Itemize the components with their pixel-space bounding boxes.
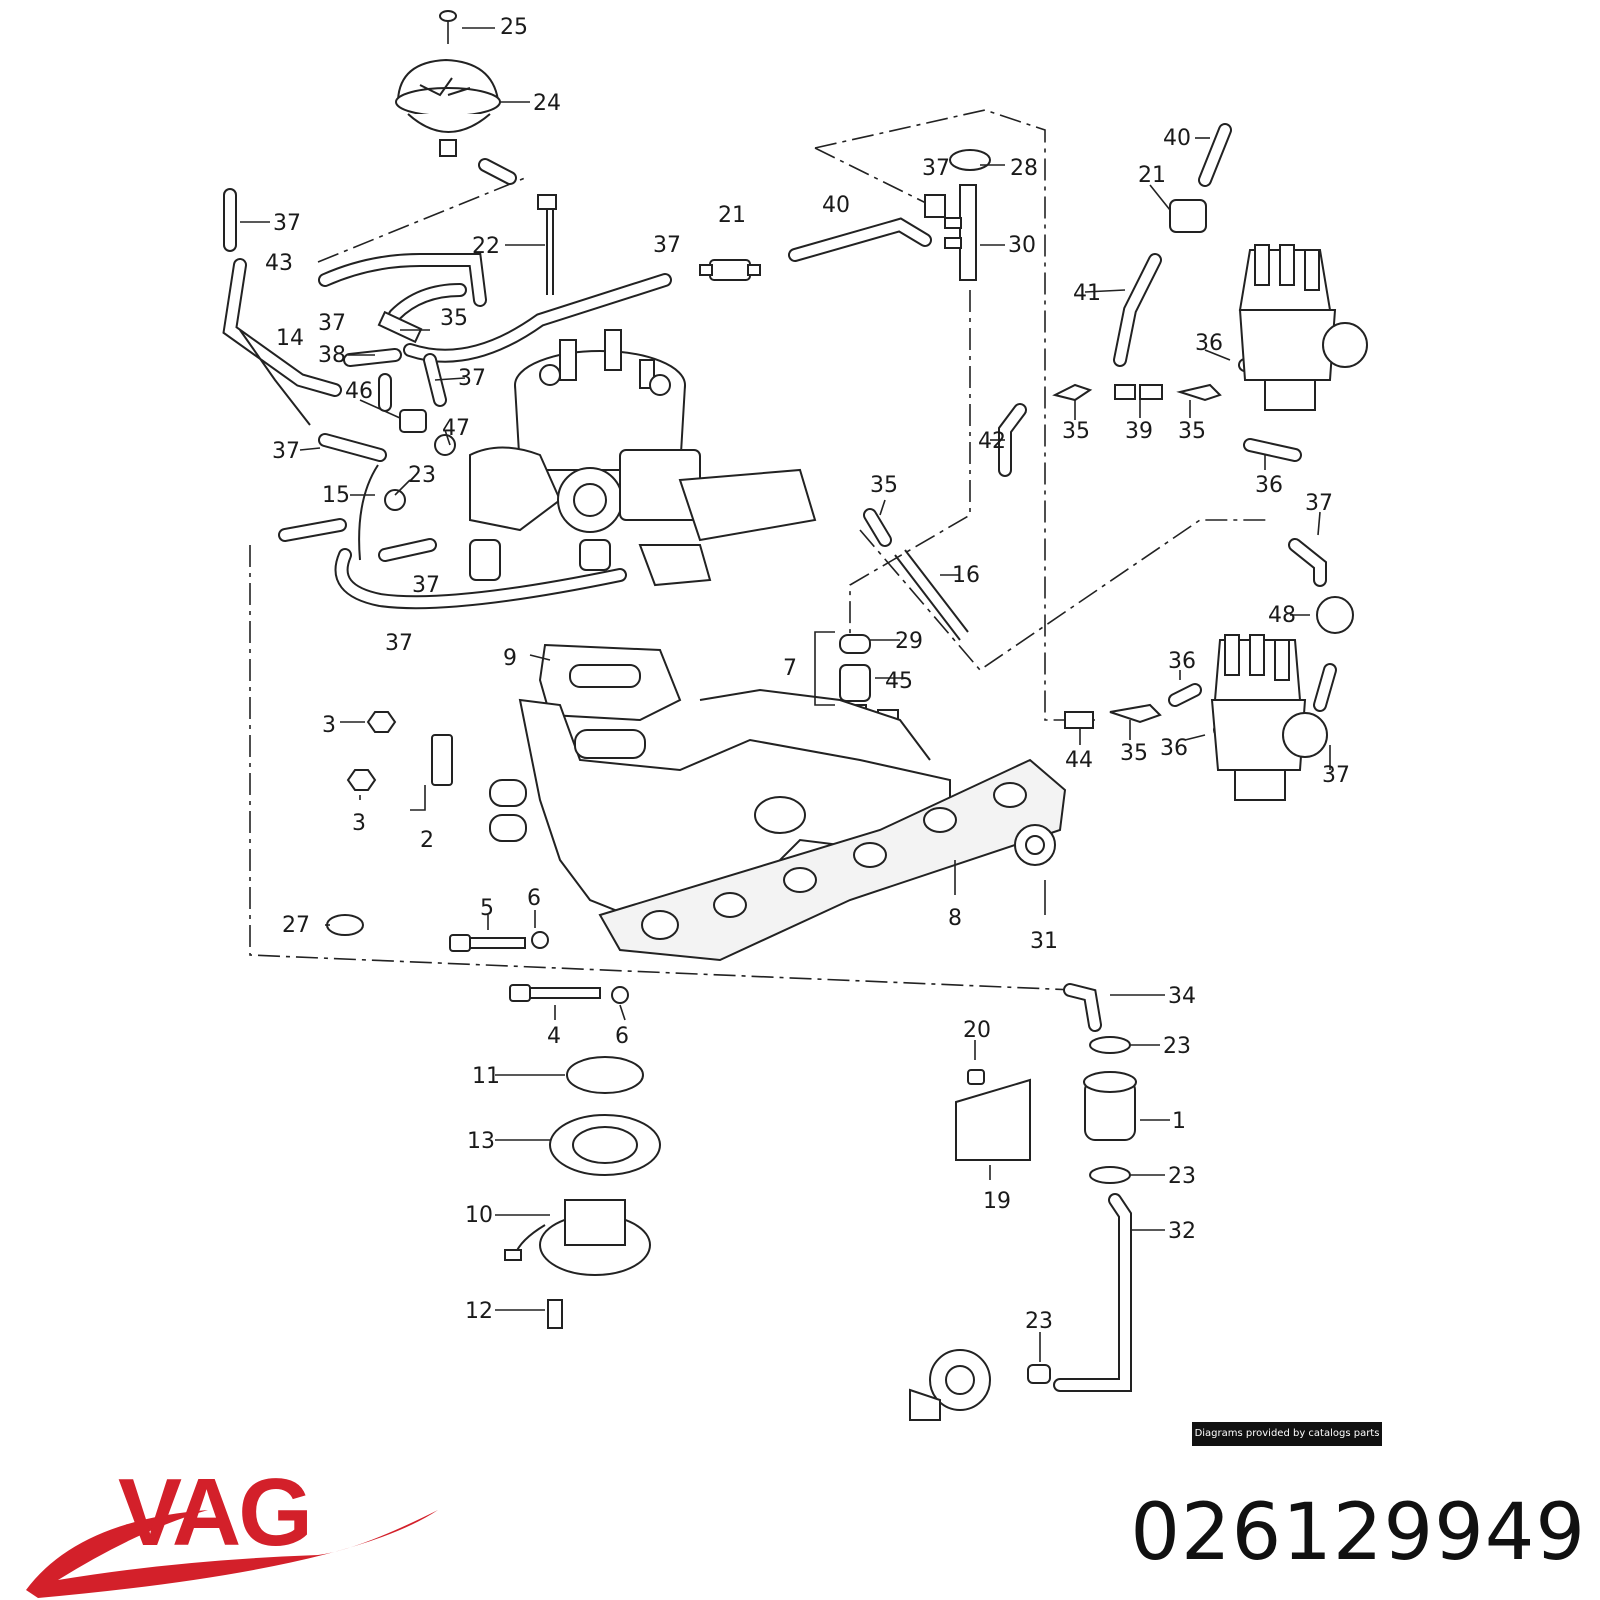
callout-10: 10 [465, 1203, 493, 1228]
hardware [326, 711, 1137, 1421]
callout-47: 47 [442, 416, 470, 441]
callout-3: 3 [322, 713, 336, 738]
callout-1: 1 [1172, 1109, 1186, 1134]
callout-19: 19 [983, 1189, 1011, 1214]
callout-14: 14 [276, 326, 304, 351]
callout-13: 13 [467, 1129, 495, 1154]
callout-20: 20 [963, 1018, 991, 1043]
callout-6: 6 [527, 886, 541, 911]
logo-swoosh [26, 1510, 438, 1598]
callout-36: 36 [1160, 736, 1188, 761]
callout-21: 21 [1138, 163, 1166, 188]
carburettor-assembly [469, 329, 817, 587]
distributor-lower [1210, 596, 1354, 801]
callout-16: 16 [952, 563, 980, 588]
callout-37: 37 [412, 573, 440, 598]
brand-wordmark: VAG [118, 1459, 310, 1566]
callout-36: 36 [1195, 331, 1223, 356]
callout-6: 6 [615, 1024, 629, 1049]
callout-43: 43 [265, 251, 293, 276]
callout-35: 35 [1062, 419, 1090, 444]
leader-lines [240, 27, 1331, 1362]
callout-48: 48 [1268, 603, 1296, 628]
callout-39: 39 [1125, 419, 1153, 444]
callout-29: 29 [895, 629, 923, 654]
assembly-boundary-lines [249, 109, 1270, 991]
distributor-upper [1238, 244, 1368, 411]
callout-45: 45 [885, 669, 913, 694]
callout-11: 11 [472, 1064, 500, 1089]
callout-22: 22 [472, 234, 500, 259]
callout-2: 2 [420, 828, 434, 853]
callout-35: 35 [870, 473, 898, 498]
callout-24: 24 [533, 91, 561, 116]
brand-logo: VAG [26, 1459, 438, 1598]
callout-27: 27 [282, 913, 310, 938]
callout-12: 12 [465, 1299, 493, 1324]
callout-30: 30 [1008, 233, 1036, 258]
callout-23: 23 [1168, 1164, 1196, 1189]
callout-37: 37 [458, 366, 486, 391]
callout-37: 37 [922, 156, 950, 181]
callout-7: 7 [783, 656, 797, 681]
callout-37: 37 [653, 233, 681, 258]
callout-40: 40 [1163, 126, 1191, 151]
diagram-credit-badge: Diagrams provided by catalogs parts [1192, 1422, 1382, 1446]
callout-46: 46 [345, 379, 373, 404]
callout-44: 44 [1065, 748, 1093, 773]
callout-42: 42 [978, 429, 1006, 454]
callout-21: 21 [718, 203, 746, 228]
callout-37: 37 [1322, 763, 1350, 788]
callout-35: 35 [1178, 419, 1206, 444]
callout-35: 35 [1120, 741, 1148, 766]
callout-37: 37 [318, 311, 346, 336]
callout-25: 25 [500, 15, 528, 40]
vacuum-reservoir [395, 10, 501, 157]
callout-28: 28 [1010, 156, 1038, 181]
callout-31: 31 [1030, 929, 1058, 954]
callout-37: 37 [273, 211, 301, 236]
callout-4: 4 [547, 1024, 561, 1049]
callout-36: 36 [1255, 473, 1283, 498]
callout-23: 23 [1025, 1309, 1053, 1334]
manifold-gasket [598, 758, 1067, 962]
part-number: 026129949 [1130, 1488, 1586, 1578]
callout-40: 40 [822, 193, 850, 218]
callout-9: 9 [503, 646, 517, 671]
callout-23: 23 [408, 463, 436, 488]
callout-23: 23 [1163, 1034, 1191, 1059]
callout-37: 37 [1305, 491, 1333, 516]
callout-34: 34 [1168, 984, 1196, 1009]
callout-36: 36 [1168, 649, 1196, 674]
callout-35: 35 [440, 306, 468, 331]
callout-41: 41 [1073, 281, 1101, 306]
callout-3: 3 [352, 811, 366, 836]
callout-15: 15 [322, 483, 350, 508]
callout-37: 37 [385, 631, 413, 656]
callout-38: 38 [318, 343, 346, 368]
callout-37: 37 [272, 439, 300, 464]
callout-32: 32 [1168, 1219, 1196, 1244]
callout-labels: 25 24 37 28 40 21 30 40 21 37 22 37 43 1… [265, 15, 1350, 1334]
callout-5: 5 [480, 896, 494, 921]
callout-8: 8 [948, 906, 962, 931]
